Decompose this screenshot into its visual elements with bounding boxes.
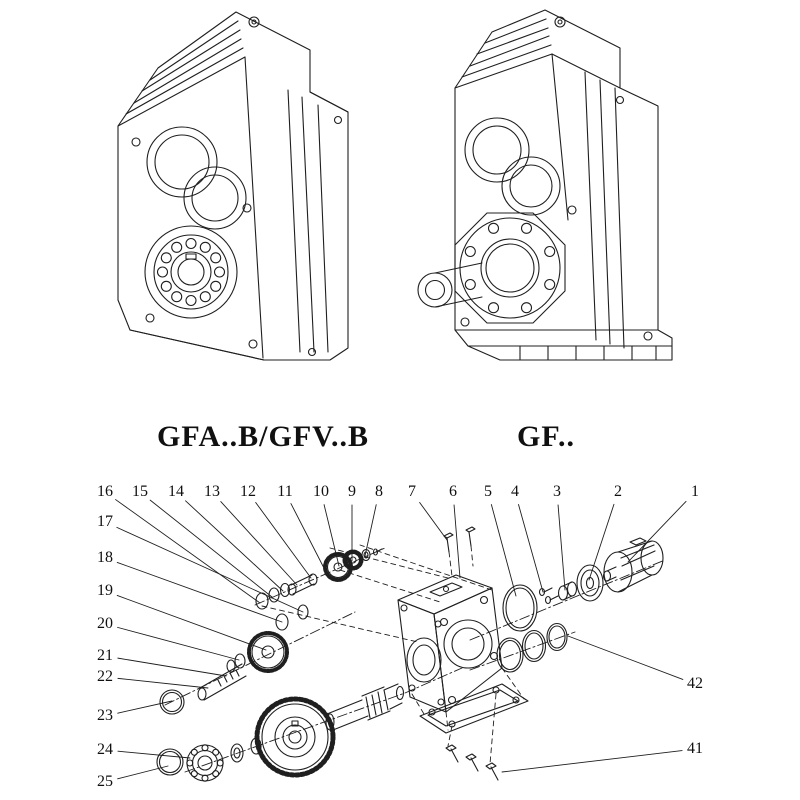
- part-callout-24: 24: [97, 741, 113, 758]
- input-oring: [502, 584, 538, 632]
- part-callout-21: 21: [97, 647, 113, 664]
- leader-line-3: [557, 504, 566, 591]
- leader-line-1: [627, 500, 687, 563]
- housing-cover-bolts: [443, 526, 476, 577]
- part-callout-14: 14: [168, 483, 184, 500]
- leader-line-7: [419, 502, 448, 541]
- leader-line-22: [117, 677, 209, 689]
- leader-line-23: [117, 700, 173, 714]
- leader-line-42: [567, 635, 684, 680]
- leader-line-4: [518, 504, 544, 593]
- model-label-gfab-gfvb: GFA..B/GFV..B: [157, 420, 369, 453]
- part-callout-22: 22: [97, 668, 113, 685]
- retaining-ring-set: [496, 622, 568, 673]
- spacer-bushing: [557, 581, 578, 601]
- part-callout-2: 2: [614, 483, 622, 500]
- intermediate-gear-shaft: [159, 631, 289, 715]
- gear-housing: [397, 574, 503, 713]
- leader-line-10: [323, 504, 340, 567]
- part-callout-3: 3: [553, 483, 561, 500]
- part-callout-10: 10: [313, 483, 329, 500]
- callout-leader-lines: [115, 499, 687, 780]
- leader-line-15: [149, 499, 273, 598]
- exploded-view-drawing: [115, 499, 687, 782]
- part-callout-6: 6: [449, 483, 457, 500]
- leader-line-20: [117, 626, 240, 661]
- part-callout-16: 16: [97, 483, 113, 500]
- part-callout-8: 8: [375, 483, 383, 500]
- part-callout-7: 7: [408, 483, 416, 500]
- leader-line-12: [255, 502, 312, 579]
- part-callout-1: 1: [691, 483, 699, 500]
- leader-line-5: [490, 504, 517, 597]
- part-callout-15: 15: [132, 483, 148, 500]
- part-callout-25: 25: [97, 773, 113, 790]
- leader-line-24: [117, 750, 191, 759]
- leader-line-6: [453, 504, 461, 579]
- leader-line-18: [116, 561, 283, 623]
- leader-line-8: [364, 504, 377, 557]
- output-gear-assembly: [156, 683, 405, 782]
- part-callout-11: 11: [277, 483, 293, 500]
- part-callout-20: 20: [97, 615, 113, 632]
- leader-line-11: [290, 503, 327, 573]
- leader-line-41: [501, 750, 683, 773]
- part-callout-5: 5: [484, 483, 492, 500]
- gfab-gfvb-drawing: [117, 11, 349, 361]
- part-callout-41: 41: [687, 740, 703, 757]
- flange-bolts: [538, 587, 559, 605]
- leader-line-16: [115, 499, 261, 604]
- part-callout-17: 17: [97, 513, 113, 530]
- part-callout-4: 4: [511, 483, 519, 500]
- input-shaft-small-parts: [255, 548, 383, 631]
- leader-line-19: [116, 595, 267, 651]
- gf-drawing: [417, 9, 673, 361]
- part-callout-13: 13: [204, 483, 220, 500]
- part-callout-9: 9: [348, 483, 356, 500]
- part-callout-19: 19: [97, 582, 113, 599]
- leader-line-2: [588, 503, 615, 581]
- leader-line-17: [116, 526, 304, 613]
- model-label-gf: GF..: [517, 420, 575, 453]
- part-callout-12: 12: [240, 483, 256, 500]
- part-callout-23: 23: [97, 707, 113, 724]
- mounting-plate: [411, 667, 529, 781]
- leader-line-21: [117, 657, 227, 677]
- coupling-disc: [576, 564, 604, 602]
- leader-line-13: [220, 501, 298, 586]
- part-callout-42: 42: [687, 675, 703, 692]
- leader-line-14: [185, 500, 284, 592]
- input-motor: [602, 537, 664, 593]
- part-callout-18: 18: [97, 549, 113, 566]
- leader-line-25: [117, 765, 169, 780]
